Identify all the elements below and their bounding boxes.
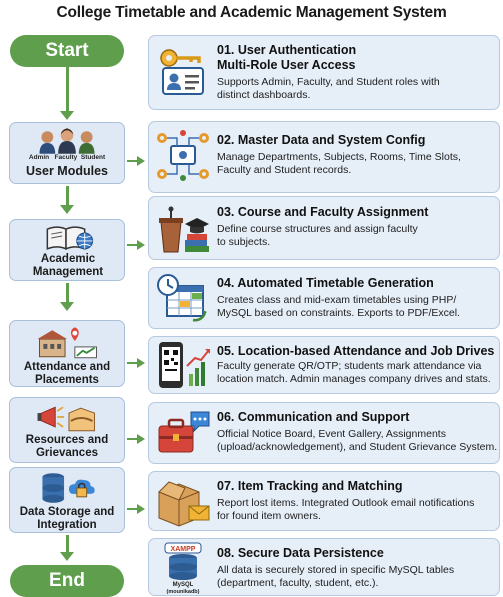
xampp-mysql-icon: XAMPP MySQL (mounikadb) <box>164 542 202 595</box>
role-label-admin: Admin <box>28 154 50 161</box>
module-user-modules: Admin Faculty Student User Modules <box>9 122 125 184</box>
step-desc-line: Faculty generate QR/OTP; students mark a… <box>217 360 482 372</box>
flow-connector <box>66 186 69 206</box>
step-desc-line: All data is securely stored in specific … <box>217 564 455 576</box>
step-desc-line: Supports Admin, Faculty, and Student rol… <box>217 76 440 88</box>
module-label: Resources and Grievances <box>25 434 109 459</box>
db-name-label: (mounikadb) <box>167 589 200 595</box>
connector-arrow <box>127 434 145 444</box>
box-envelope-icon <box>158 481 210 527</box>
flow-connector <box>66 535 69 553</box>
step-desc-line: Official Notice Board, Event Gallery, As… <box>217 428 446 440</box>
step-card-07: 07. Item Tracking and Matching Report lo… <box>148 471 500 531</box>
podium-books-cap-icon <box>159 206 209 253</box>
module-academic-management: Academic Management <box>9 219 125 281</box>
xampp-label: XAMPP <box>171 546 196 553</box>
connector-arrow <box>127 504 145 514</box>
megaphone-handshake-icon <box>37 406 96 432</box>
step-desc-line: Faculty and Student records. <box>217 164 352 176</box>
flow-arrowhead <box>60 302 74 311</box>
gears-network-icon <box>157 130 209 181</box>
qr-phone-chart-icon <box>159 342 210 388</box>
module-data-storage: Data Storage and Integration <box>9 467 125 533</box>
end-pill: End <box>10 565 124 597</box>
step-title: 05. Location-based Attendance and Job Dr… <box>217 344 495 358</box>
step-desc-line: to subjects. <box>217 236 271 248</box>
flow-arrowhead <box>60 205 74 214</box>
flow-connector <box>66 283 69 303</box>
step-card-01: 01. User Authentication Multi-Role User … <box>148 35 500 110</box>
module-label: User Modules <box>26 164 108 178</box>
connector-arrow <box>127 358 145 368</box>
step-card-06: 06. Communication and Support Official N… <box>148 402 500 464</box>
step-card-08: XAMPP MySQL (mounikadb) 08. Secure Data … <box>148 538 500 596</box>
page-title: College Timetable and Academic Managemen… <box>56 4 447 21</box>
step-desc-line: MySQL based on constraints. Exports to P… <box>217 307 460 319</box>
step-title: 01. User Authentication <box>217 43 357 57</box>
start-pill: Start <box>10 35 124 67</box>
clock-grid-icon <box>157 274 207 322</box>
building-location-chart-icon <box>37 327 97 359</box>
step-desc-line: location match. Admin manages company dr… <box>217 373 491 385</box>
step-desc-line: (upload/acknowledgement), and Student Gr… <box>217 441 498 453</box>
database-cloud-lock-icon <box>42 473 95 503</box>
step-title: 03. Course and Faculty Assignment <box>217 205 429 219</box>
step-card-03: 03. Course and Faculty Assignment Define… <box>148 196 500 260</box>
step-title: 02. Master Data and System Config <box>217 133 426 147</box>
step-desc-line: Manage Departments, Subjects, Rooms, Tim… <box>217 151 461 163</box>
key-id-card-icon <box>160 49 204 95</box>
module-label: Academic Management <box>32 253 104 278</box>
step-desc-line: (department, faculty, student, etc.). <box>217 577 379 589</box>
role-label-student: Student <box>80 154 106 161</box>
module-resources-grievances: Resources and Grievances <box>9 397 125 463</box>
step-title: 07. Item Tracking and Matching <box>217 479 403 493</box>
book-globe-icon <box>46 226 94 250</box>
flow-connector <box>66 67 69 112</box>
flow-arrowhead <box>60 552 74 561</box>
step-card-05: 05. Location-based Attendance and Job Dr… <box>148 336 500 394</box>
module-label: Attendance and Placements <box>23 361 111 386</box>
step-title: 06. Communication and Support <box>217 410 410 424</box>
step-title: 08. Secure Data Persistence <box>217 546 384 560</box>
module-attendance-placements: Attendance and Placements <box>9 320 125 387</box>
module-label: Data Storage and Integration <box>19 506 115 531</box>
step-desc-line: distinct dashboards. <box>217 89 311 101</box>
mysql-label: MySQL <box>173 582 194 588</box>
connector-arrow <box>127 156 145 166</box>
role-label-faculty: Faculty <box>54 154 78 161</box>
step-desc-line: for found item owners. <box>217 510 321 522</box>
step-desc-line: Report lost items. Integrated Outlook em… <box>217 497 475 509</box>
flow-arrowhead <box>60 111 74 120</box>
step-card-02: 02. Master Data and System Config Manage… <box>148 121 500 193</box>
toolbox-chat-icon <box>158 411 210 453</box>
users-group-icon <box>39 128 95 154</box>
step-card-04: 04. Automated Timetable Generation Creat… <box>148 267 500 329</box>
step-desc-line: Define course structures and assign facu… <box>217 223 418 235</box>
connector-arrow <box>127 240 145 250</box>
step-subtitle: Multi-Role User Access <box>217 58 356 72</box>
step-desc-line: Creates class and mid-exam timetables us… <box>217 294 457 306</box>
step-title: 04. Automated Timetable Generation <box>217 276 434 290</box>
